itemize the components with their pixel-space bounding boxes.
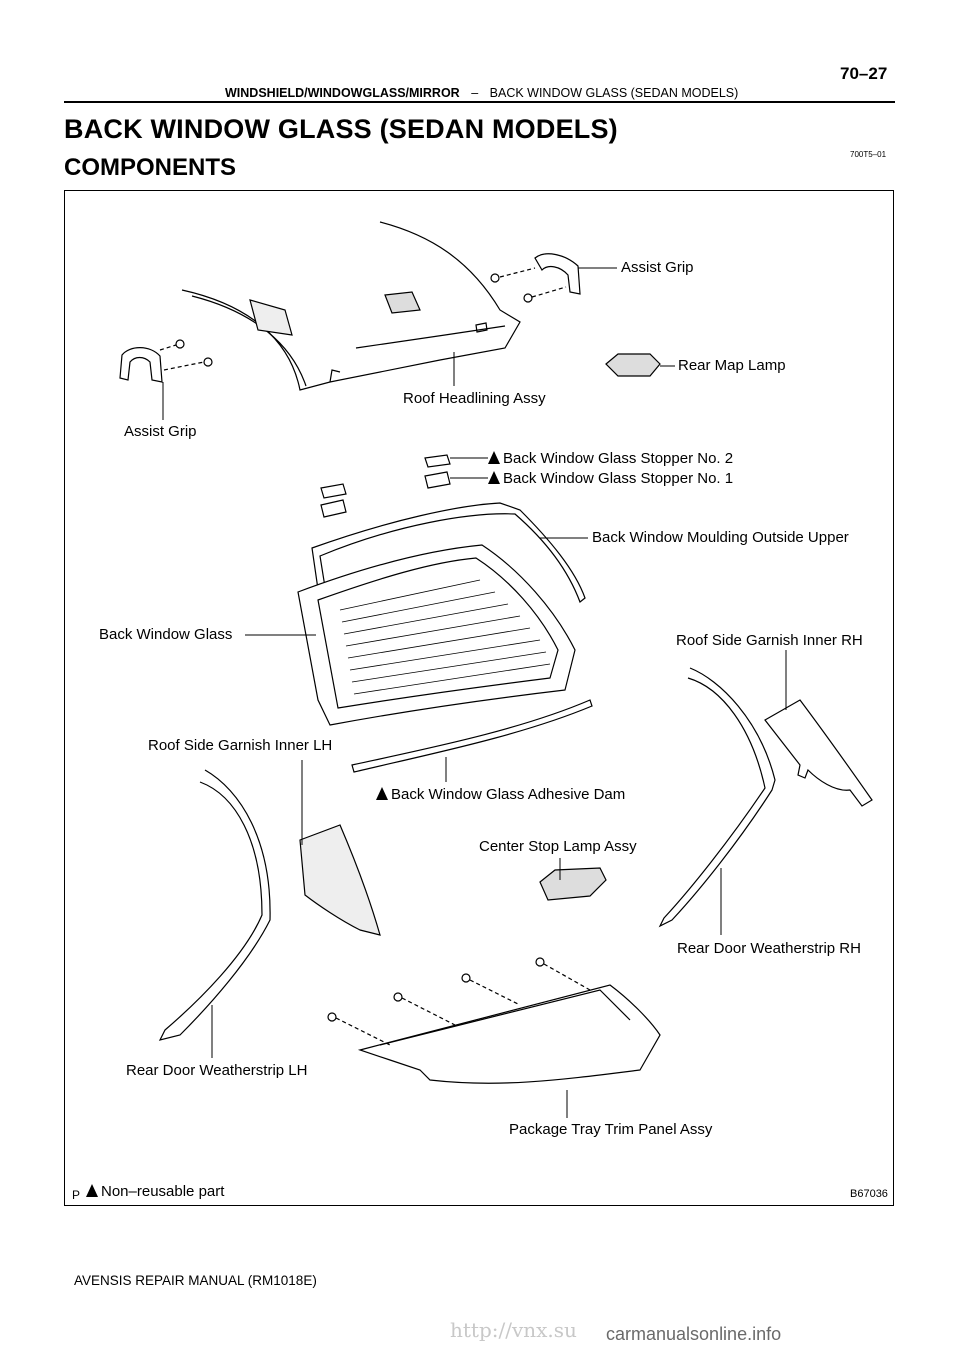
package-tray-drawing [327, 957, 661, 1084]
weatherstrip-rh-drawing [658, 667, 776, 928]
watermark-link[interactable]: http://vnx.su [450, 1318, 577, 1342]
label-stopper-no2: Back Window Glass Stopper No. 2 [488, 450, 733, 467]
legend-non-reusable: Non–reusable part [86, 1183, 224, 1200]
assist-grip-right-drawing [490, 253, 581, 303]
label-roof-headlining: Roof Headlining Assy [403, 390, 546, 407]
non-reusable-icon [86, 1184, 98, 1197]
label-back-window-glass: Back Window Glass [99, 626, 233, 643]
doc-code: 700T5–01 [850, 150, 887, 159]
header-section: WINDSHIELD/WINDOWGLASS/MIRROR [225, 86, 460, 100]
site-mark: carmanualsonline.info [606, 1324, 782, 1344]
header-subsection: BACK WINDOW GLASS (SEDAN MODELS) [489, 86, 739, 100]
moulding-upper-drawing [311, 502, 586, 673]
label-assist-grip-right: Assist Grip [621, 259, 694, 276]
running-header: WINDSHIELD/WINDOWGLASS/MIRROR – BACK WIN… [225, 86, 738, 100]
page-title: BACK WINDOW GLASS (SEDAN MODELS) [64, 114, 618, 144]
page-number: 70–27 [840, 64, 888, 83]
label-package-tray: Package Tray Trim Panel Assy [509, 1121, 713, 1138]
figure-frame [64, 190, 894, 1206]
center-stop-lamp-drawing [539, 867, 607, 901]
back-window-glass-drawing [297, 544, 576, 726]
label-stopper-no1: Back Window Glass Stopper No. 1 [488, 470, 733, 487]
weatherstrip-lh-drawing [158, 769, 271, 1041]
label-adhesive-dam: Back Window Glass Adhesive Dam [376, 786, 625, 803]
footer-manual-id: AVENSIS REPAIR MANUAL (RM1018E) [74, 1273, 317, 1288]
section-title: COMPONENTS [64, 154, 237, 181]
leader-lines [162, 267, 787, 1118]
figure-id: B67036 [850, 1188, 888, 1200]
header-separator: – [471, 86, 479, 100]
label-center-stop-lamp: Center Stop Lamp Assy [479, 838, 637, 855]
roof-garnish-lh-drawing [299, 824, 381, 936]
roof-garnish-rh-drawing [764, 699, 873, 807]
header-rule [64, 101, 895, 103]
assist-grip-left-drawing [119, 339, 213, 383]
label-rear-map-lamp: Rear Map Lamp [678, 357, 786, 374]
label-assist-grip-left: Assist Grip [124, 423, 197, 440]
stopper-no1-drawing [424, 471, 451, 489]
rear-map-lamp-drawing [605, 353, 661, 377]
label-moulding-upper: Back Window Moulding Outside Upper [592, 529, 849, 546]
non-reusable-icon [488, 451, 500, 464]
label-weatherstrip-lh: Rear Door Weatherstrip LH [126, 1062, 308, 1079]
label-weatherstrip-rh: Rear Door Weatherstrip RH [677, 940, 861, 957]
label-roof-garnish-lh: Roof Side Garnish Inner LH [148, 737, 333, 754]
stopper-no2-drawing [424, 454, 451, 468]
adhesive-dam-drawing [351, 699, 593, 773]
non-reusable-icon [376, 787, 388, 800]
corner-mark: P [72, 1188, 81, 1202]
label-roof-garnish-rh: Roof Side Garnish Inner RH [676, 632, 863, 649]
roof-headlining-drawing [181, 221, 521, 391]
non-reusable-icon [488, 471, 500, 484]
